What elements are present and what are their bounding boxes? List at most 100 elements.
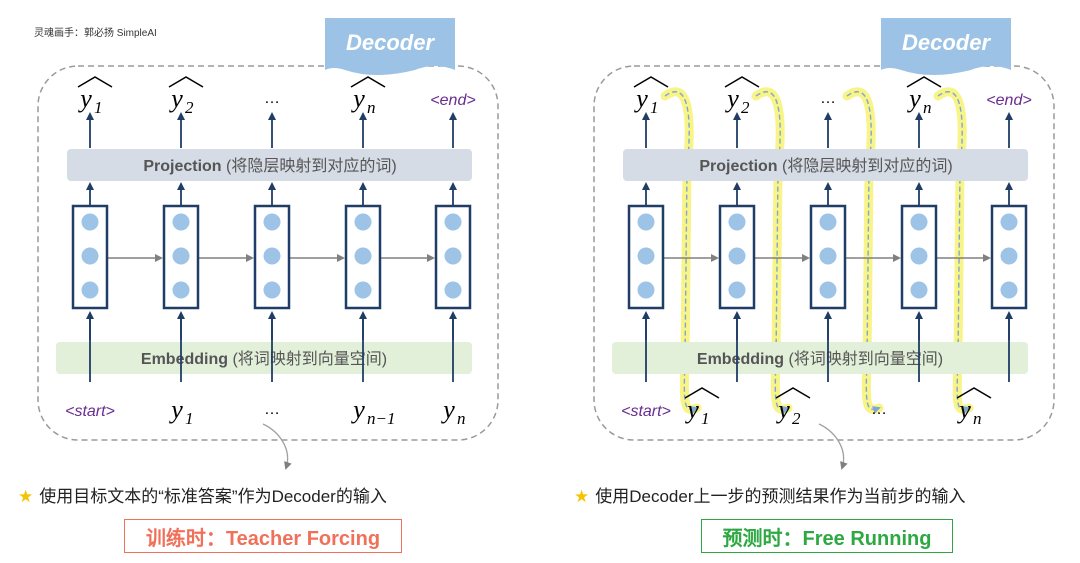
hidden-unit xyxy=(263,281,281,299)
hidden-unit xyxy=(172,247,190,265)
hidden-unit xyxy=(354,281,372,299)
hidden-unit xyxy=(172,281,190,299)
hidden-unit xyxy=(81,281,99,299)
token-base: y xyxy=(440,395,455,424)
embedding-label: Embedding (将词映射到向量空间) xyxy=(141,350,387,368)
star-icon: ★ xyxy=(574,487,590,506)
hidden-unit xyxy=(1000,213,1018,231)
output-token: <end> xyxy=(986,92,1031,109)
token-base: y xyxy=(168,84,183,113)
hidden-unit xyxy=(1000,281,1018,299)
feedback-arrow xyxy=(755,91,790,414)
token-base: y xyxy=(775,395,790,424)
output-token: <end> xyxy=(430,92,475,109)
decoder-header-tab xyxy=(325,18,455,75)
projection-label: Projection (将隐层映射到对应的词) xyxy=(143,156,396,175)
token-tag: <start> xyxy=(65,403,115,420)
token-subscript: 1 xyxy=(94,98,103,117)
inference-mode-label: 预测时：Free Running xyxy=(701,519,953,553)
hidden-unit xyxy=(910,247,928,265)
hidden-unit xyxy=(819,213,837,231)
right-caption: ★使用Decoder上一步的预测结果作为当前步的输入 xyxy=(574,487,966,506)
hat-mark xyxy=(906,76,942,88)
hidden-unit xyxy=(910,213,928,231)
panel-border xyxy=(593,65,1055,441)
hidden-unit xyxy=(263,247,281,265)
projection-label: Projection (将隐层映射到对应的词) xyxy=(699,156,952,175)
hat-mark xyxy=(633,76,669,88)
projection-layer xyxy=(623,149,1028,181)
ellipsis: … xyxy=(264,401,280,418)
hat-mark xyxy=(168,76,204,88)
hidden-unit xyxy=(637,213,655,231)
hat-mark xyxy=(775,387,811,399)
ellipsis: … xyxy=(264,90,280,107)
token-subscript: n xyxy=(367,98,376,117)
token-subscript: n−1 xyxy=(367,409,395,428)
hidden-unit xyxy=(172,213,190,231)
callout-arrow xyxy=(818,423,848,470)
embedding-layer xyxy=(612,342,1028,374)
hidden-unit xyxy=(819,281,837,299)
output-token: … xyxy=(264,90,280,107)
hidden-unit xyxy=(728,281,746,299)
token-base: y xyxy=(956,395,971,424)
hidden-unit xyxy=(819,247,837,265)
feedback-arrow xyxy=(846,91,881,414)
token-base: y xyxy=(684,395,699,424)
hidden-unit xyxy=(263,213,281,231)
decoder-header-label: Decoder xyxy=(346,30,435,55)
output-token: … xyxy=(820,90,836,107)
feedback-arrow xyxy=(664,91,699,414)
star-icon: ★ xyxy=(18,487,34,506)
token-subscript: 2 xyxy=(741,98,750,117)
token-base: y xyxy=(906,84,921,113)
hat-mark xyxy=(724,76,760,88)
callout-arrow xyxy=(262,423,292,470)
decoder-header-label: Decoder xyxy=(902,30,991,55)
hidden-unit xyxy=(444,281,462,299)
token-tag: <end> xyxy=(430,92,475,109)
hidden-unit xyxy=(637,247,655,265)
input-token: … xyxy=(871,401,887,418)
input-token: <start> xyxy=(65,403,115,420)
feedback-arrow xyxy=(937,91,971,414)
hidden-unit xyxy=(910,281,928,299)
hidden-unit xyxy=(354,247,372,265)
panel-border xyxy=(37,65,499,441)
hidden-unit xyxy=(728,213,746,231)
token-subscript: 1 xyxy=(650,98,659,117)
token-subscript: 1 xyxy=(185,409,194,428)
hidden-unit xyxy=(444,213,462,231)
hidden-unit xyxy=(81,213,99,231)
left-caption: ★使用目标文本的“标准答案”作为Decoder的输入 xyxy=(18,487,387,506)
hidden-unit xyxy=(354,213,372,231)
token-base: y xyxy=(168,395,183,424)
token-subscript: n xyxy=(457,409,466,428)
token-tag: <start> xyxy=(621,403,671,420)
token-subscript: 1 xyxy=(701,409,710,428)
embedding-label: Embedding (将词映射到向量空间) xyxy=(697,350,943,368)
author-credit: 灵魂画手：郭必扬 SimpleAI xyxy=(34,28,157,39)
token-subscript: n xyxy=(923,98,932,117)
hidden-unit xyxy=(81,247,99,265)
token-tag: <end> xyxy=(986,92,1031,109)
hat-mark xyxy=(684,387,720,399)
token-base: y xyxy=(633,84,648,113)
embedding-layer xyxy=(56,342,472,374)
training-mode-label: 训练时：Teacher Forcing xyxy=(124,519,402,553)
hidden-unit xyxy=(444,247,462,265)
